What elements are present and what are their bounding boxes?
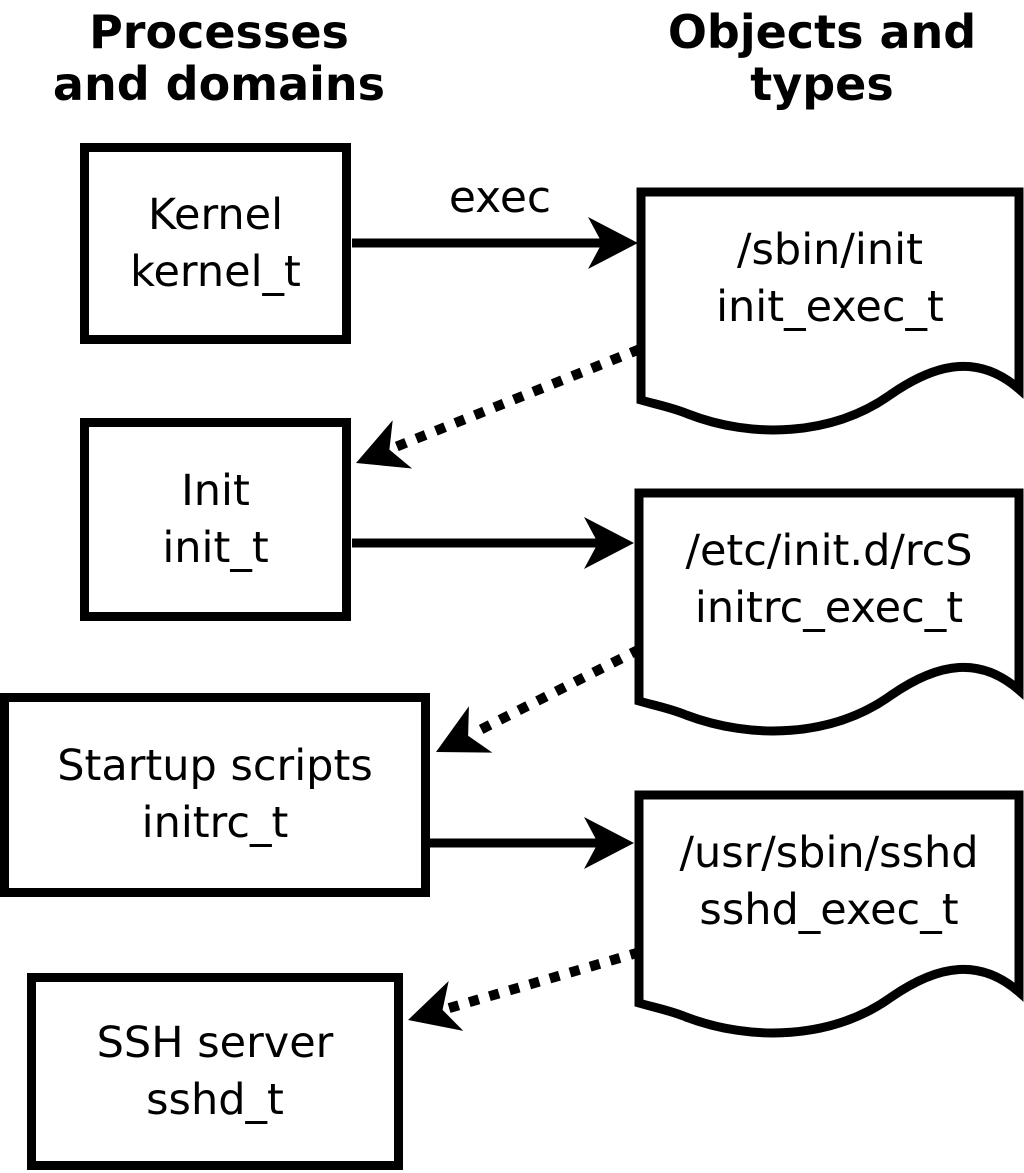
- dotted-arrow-sbininit-to-init: [391, 344, 642, 453]
- process-name: Kernel: [147, 189, 284, 240]
- dotted-arrow-sshdexec-to-sshd: [444, 947, 642, 1014]
- header-line: Processes: [89, 5, 349, 59]
- process-domain-type: init_t: [162, 522, 269, 573]
- document-shape: [636, 187, 1024, 435]
- document-shape: [634, 488, 1024, 736]
- document-shape: [634, 790, 1024, 1038]
- process-box-ssh-server: SSH server sshd_t: [27, 973, 403, 1170]
- column-header-objects: Objects and types: [620, 6, 1024, 110]
- object-doc-etc-initd-rcs: /etc/init.d/rcS initrc_exec_t: [634, 487, 1024, 739]
- process-domain-type: initrc_t: [141, 798, 289, 848]
- object-type: initrc_exec_t: [694, 583, 964, 634]
- process-box-startup-scripts: Startup scripts initrc_t: [0, 693, 430, 897]
- arrowhead-icon: [588, 217, 638, 269]
- object-type: init_exec_t: [716, 282, 944, 333]
- exec-edge-label: exec: [448, 172, 552, 223]
- header-line: Objects and: [667, 5, 977, 59]
- arrowhead-icon: [584, 517, 634, 569]
- process-name: Init: [181, 465, 250, 516]
- header-line: types: [750, 57, 894, 111]
- column-header-processes: Processes and domains: [0, 6, 438, 110]
- arrowhead-icon: [436, 706, 493, 753]
- object-doc-sbin-init: /sbin/init init_exec_t: [636, 186, 1024, 438]
- process-domain-type: sshd_t: [146, 1074, 284, 1125]
- arrowhead-icon: [408, 981, 464, 1031]
- object-path: /etc/init.d/rcS: [685, 526, 973, 577]
- process-name: Startup scripts: [57, 741, 373, 791]
- object-type: sshd_exec_t: [699, 885, 959, 936]
- arrowhead-icon: [584, 817, 634, 869]
- process-name: SSH server: [96, 1017, 334, 1068]
- dotted-arrow-rcs-to-initrc: [469, 644, 643, 739]
- process-domain-type: kernel_t: [130, 246, 301, 297]
- arrowhead-icon: [356, 420, 413, 469]
- object-path: /sbin/init: [737, 225, 923, 276]
- object-path: /usr/sbin/sshd: [679, 828, 979, 879]
- header-line: and domains: [52, 57, 386, 111]
- process-box-kernel: Kernel kernel_t: [80, 143, 351, 344]
- process-box-init: Init init_t: [80, 418, 351, 621]
- object-doc-usr-sbin-sshd: /usr/sbin/sshd sshd_exec_t: [634, 789, 1024, 1041]
